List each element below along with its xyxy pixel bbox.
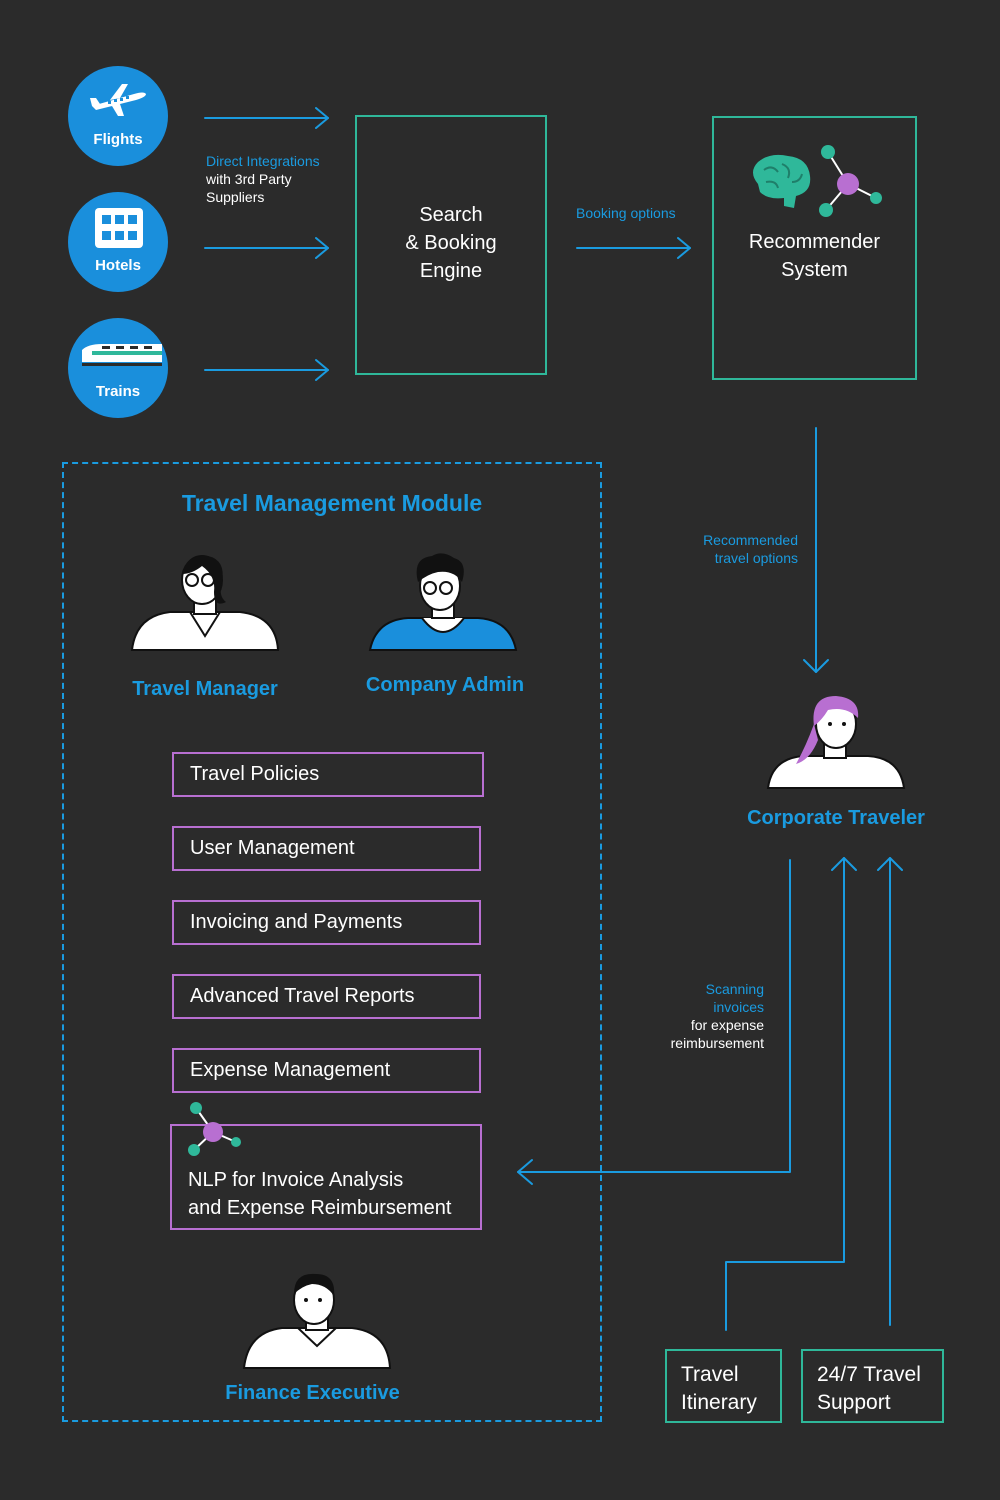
- travel-manager-avatar: [130, 555, 280, 651]
- molecule-icon: [819, 145, 882, 217]
- recommended-note: Recommended travel options: [690, 531, 798, 567]
- search-booking-engine-box: Search & Booking Engine: [355, 115, 547, 375]
- integration-note-line3: Suppliers: [206, 189, 265, 205]
- feature-expense-management: Expense Management: [172, 1048, 481, 1093]
- search-engine-line2: & Booking: [405, 232, 497, 254]
- itinerary-line1: Travel: [681, 1363, 739, 1386]
- company-admin-avatar: [368, 553, 518, 651]
- search-engine-line1: Search: [419, 204, 483, 226]
- brain-icon: [753, 154, 811, 208]
- feature-advanced-travel-reports: Advanced Travel Reports: [172, 974, 481, 1019]
- trains-node: Trains: [68, 318, 168, 418]
- hotel-icon: [95, 208, 143, 248]
- company-admin-label: Company Admin: [365, 674, 525, 696]
- travel-itinerary-box: Travel Itinerary: [665, 1349, 782, 1423]
- hotels-node: Hotels: [68, 192, 168, 292]
- nlp-invoice-analysis-box: NLP for Invoice Analysis and Expense Rei…: [170, 1124, 482, 1230]
- scanning-note: Scanning invoices for expense reimbursem…: [640, 980, 764, 1052]
- feature-invoicing-payments: Invoicing and Payments: [172, 900, 481, 945]
- support-line2: Support: [817, 1391, 891, 1414]
- scanning-note-line3: for expense: [690, 1017, 764, 1033]
- scanning-note-line1: Scanning: [705, 981, 764, 997]
- flights-label: Flights: [93, 131, 143, 148]
- train-icon: [82, 344, 162, 366]
- recommended-note-line2: travel options: [714, 550, 798, 566]
- itinerary-line2: Itinerary: [681, 1391, 757, 1414]
- integration-note-line1: Direct Integrations: [206, 153, 320, 169]
- recommended-note-line1: Recommended: [703, 532, 798, 548]
- nlp-line2: and Expense Reimbursement: [188, 1197, 452, 1219]
- trains-label: Trains: [95, 383, 141, 400]
- finance-executive-label: Finance Executive: [225, 1382, 400, 1404]
- airplane-icon: [90, 84, 146, 116]
- travel-management-module: [62, 462, 602, 1422]
- recommender-system-box: Recommender System: [712, 116, 917, 380]
- hotels-label: Hotels: [95, 257, 141, 274]
- flights-node: Flights: [68, 66, 168, 166]
- booking-options-note: Booking options: [576, 205, 676, 221]
- nlp-molecule-icon: [188, 1102, 241, 1156]
- recommender-line1: Recommender: [748, 231, 881, 253]
- feature-user-management: User Management: [172, 826, 481, 871]
- nlp-line1: NLP for Invoice Analysis: [188, 1169, 404, 1191]
- finance-executive-avatar: [242, 1273, 392, 1369]
- travel-support-box: 24/7 Travel Support: [801, 1349, 944, 1423]
- scanning-note-line4: reimbursement: [670, 1035, 764, 1051]
- integration-note-line2: with 3rd Party: [206, 171, 292, 187]
- travel-manager-label: Travel Manager: [132, 678, 278, 700]
- module-title: Travel Management Module: [181, 490, 483, 516]
- support-line1: 24/7 Travel: [817, 1363, 921, 1386]
- integration-note: Direct Integrations with 3rd Party Suppl…: [206, 152, 320, 206]
- scanning-note-line2: invoices: [713, 999, 764, 1015]
- search-engine-line3: Engine: [419, 260, 483, 282]
- corporate-traveler-avatar: [766, 696, 906, 789]
- corporate-traveler-label: Corporate Traveler: [747, 807, 925, 829]
- feature-travel-policies: Travel Policies: [172, 752, 484, 797]
- recommender-line2: System: [781, 259, 848, 281]
